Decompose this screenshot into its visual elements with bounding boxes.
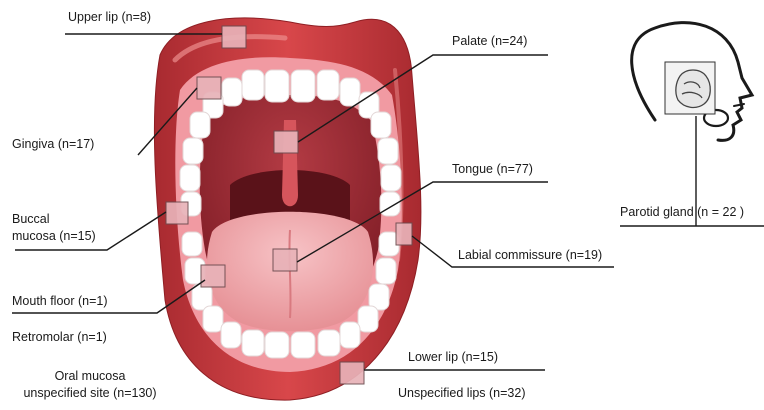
marker-palate [274,131,298,153]
label-retromolar: Retromolar (n=1) [12,330,107,345]
marker-tongue [273,249,297,271]
marker-upper-lip [222,26,246,48]
label-lower-lip: Lower lip (n=15) [408,350,498,365]
label-oral-mucosa-line1: Oral mucosa [4,369,176,384]
label-unspecified-lips: Unspecified lips (n=32) [398,386,526,401]
label-upper-lip: Upper lip (n=8) [68,10,151,25]
marker-buccal-mucosa [166,202,188,224]
marker-lower-lip [340,362,364,384]
label-buccal-line1: Buccal [12,212,50,227]
label-labial-commissure: Labial commissure (n=19) [458,248,602,263]
parotid-gland-shape [676,70,710,107]
label-gingiva: Gingiva (n=17) [12,137,94,152]
label-tongue: Tongue (n=77) [452,162,533,177]
marker-gingiva [197,77,221,99]
marker-mouth-floor [201,265,225,287]
label-parotid-gland: Parotid gland (n = 22 ) [620,205,744,220]
label-palate: Palate (n=24) [452,34,527,49]
label-mouth-floor: Mouth floor (n=1) [12,294,108,309]
marker-labial-commissure [396,223,412,245]
label-buccal-line2: mucosa (n=15) [12,229,96,244]
label-oral-mucosa-line2: unspecified site (n=130) [4,386,176,401]
